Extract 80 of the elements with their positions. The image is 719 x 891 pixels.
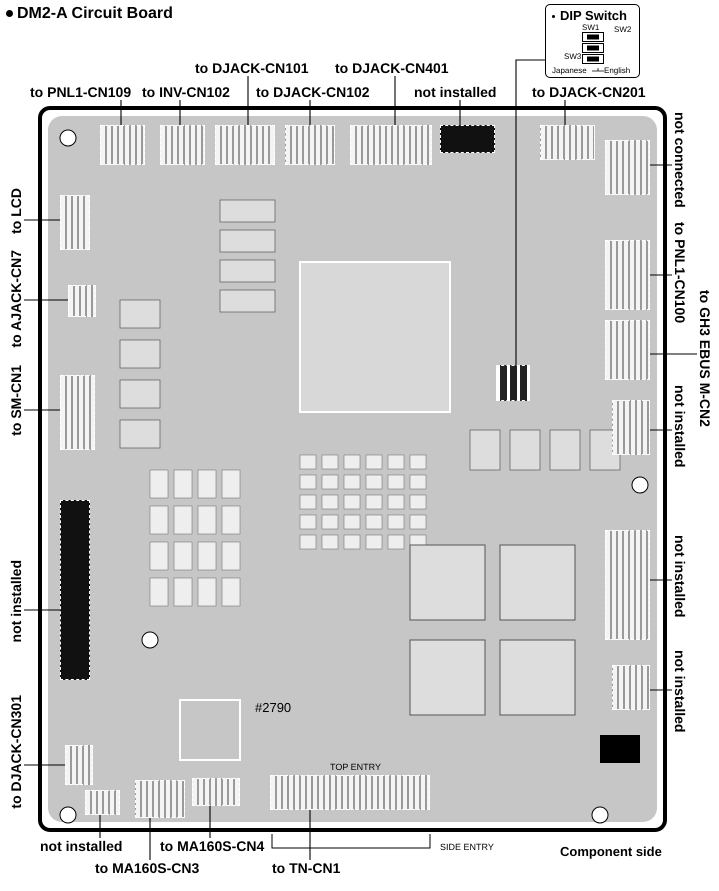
connector [285,125,335,165]
leader-line [394,76,396,125]
leader-line [650,353,697,355]
connector [270,775,430,810]
leader-line [309,100,311,125]
callout-label: to DJACK-CN401 [335,60,449,76]
callout-label: to TN-CN1 [272,860,340,876]
callout-label: to INV-CN102 [142,84,230,100]
connector [350,125,432,165]
switch-label: SW1 [582,23,600,32]
silkscreen-text: TOP ENTRY [330,762,382,773]
connector [605,140,650,195]
connector [192,778,240,806]
silkscreen-text: SIDE ENTRY [440,842,494,853]
switch-label: Japanese [552,66,587,75]
leader-line [564,100,566,125]
callout-label: not connected [672,112,688,208]
leader-line [120,100,122,125]
connector [68,285,96,317]
switch-label: SW3 [564,52,582,61]
leader-line [24,299,68,301]
callout-label: not installed [672,650,688,732]
leader-line [247,76,249,125]
connector [135,780,185,818]
leader-line [515,59,545,365]
callout-label: to AJACK-CN7 [8,250,24,348]
callout-label: not installed [414,84,496,100]
connector [60,375,95,450]
callout-label: to SM-CN1 [8,365,24,436]
connector [440,125,495,153]
callout-label: not installed [672,535,688,618]
callout-label: to MA160S-CN4 [160,838,264,854]
leader-line [650,274,672,276]
diagram-title: DM2-A Circuit Board [17,4,173,23]
callout-label: to MA160S-CN3 [95,860,200,876]
callout-label: to PNL1-CN109 [30,84,132,100]
connector [60,500,90,680]
connector [60,195,90,250]
callout-label: not installed [40,838,122,854]
leader-line [650,429,672,431]
leader-line [179,100,181,125]
inset-heading: DIP Switch [560,8,627,23]
callout-label: not installed [672,385,688,468]
board-marking: #2790 [255,700,292,715]
leader-line [309,810,311,860]
connector [65,745,93,785]
callout-label: to DJACK-CN101 [195,60,309,76]
leader-line [459,100,461,125]
switch-label: SW2 [614,25,632,34]
connector [85,790,120,815]
leader-line [24,609,60,611]
caption: Component side [560,844,662,859]
connector [605,320,650,380]
connector [605,240,650,310]
leader-line [24,409,60,411]
callout-label: to PNL1-CN100 [672,222,688,324]
leader-line [149,818,151,860]
leader-line [99,815,101,838]
callout-label: not installed [8,560,24,642]
connector [160,125,205,165]
dip-switch-inset [545,4,640,78]
leader-line [650,689,672,691]
dip-switch [496,365,530,401]
connector [612,665,650,710]
leader-line [650,579,672,581]
connector [100,125,145,165]
leader-line [650,164,672,166]
callout-label: to DJACK-CN201 [532,84,646,100]
callout-label: to DJACK-CN301 [8,695,24,809]
connector [540,125,595,160]
callout-label: to LCD [8,188,24,234]
leader-line [209,806,211,838]
leader-line [24,219,60,221]
connector [215,125,275,165]
connector [605,530,650,640]
leader-line [24,764,65,766]
connector [612,400,650,455]
callout-label: to DJACK-CN102 [256,84,370,100]
switch-label: English [604,66,630,75]
callout-label: to GH3 EBUS M-CN2 [697,290,713,427]
